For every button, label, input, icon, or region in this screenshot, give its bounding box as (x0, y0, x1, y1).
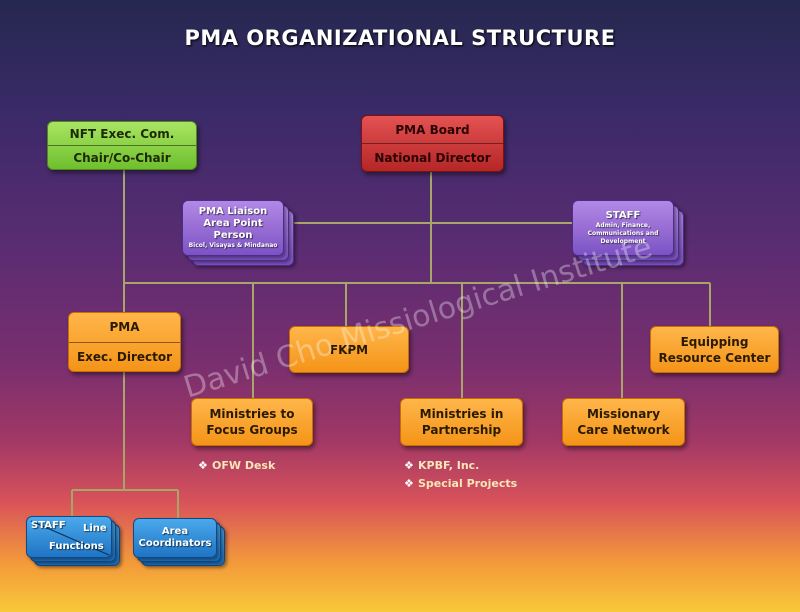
area-line2: Coordinators (138, 538, 212, 549)
liaison-title: PMA Liaison (198, 206, 268, 217)
fkpm-label: FKPM (329, 342, 369, 357)
equipping-resource-center-box: Equipping Resource Center (650, 326, 779, 373)
pma-title: PMA (109, 320, 140, 335)
bullet-icon: ❖ (404, 477, 414, 490)
staff-admin-title: STAFF (605, 210, 641, 221)
area-front-card: Area Coordinators (133, 518, 217, 558)
staff-admin-front-card: STAFF Admin, Finance, Communications and… (572, 200, 674, 256)
ministries-partnership-box: Ministries in Partnership (400, 398, 523, 446)
bullet-text: Special Projects (418, 477, 518, 490)
bullet-text: KPBF, Inc. (418, 459, 480, 472)
equipping-line1: Equipping (680, 334, 749, 349)
diagonal-divider (30, 520, 110, 556)
missionary-care-network-box: Missionary Care Network (562, 398, 685, 446)
list-item: ❖ OFW Desk (198, 457, 275, 475)
staff-line-staff-label: STAFF (31, 520, 66, 531)
staff-line-functions-label: Functions (49, 541, 104, 552)
board-title: PMA Board (395, 122, 470, 137)
bullet-text: OFW Desk (212, 459, 276, 472)
page-title: PMA ORGANIZATIONAL STRUCTURE (184, 26, 616, 50)
liaison-subtitle: Area Point Person (203, 218, 263, 241)
nft-exec-com-box: NFT Exec. Com. Chair/Co-Chair (47, 121, 197, 170)
list-item: ❖ Special Projects (404, 475, 517, 493)
partnership-line2: Partnership (421, 423, 502, 437)
liaison-regions: Bicol, Visayas & Mindanao (188, 242, 278, 249)
bullet-icon: ❖ (404, 459, 414, 472)
partnership-line1: Ministries in (419, 407, 504, 421)
liaison-front-card: PMA Liaison Area Point Person Bicol, Vis… (182, 200, 284, 256)
staff-line-front-card: STAFF Line Functions (26, 516, 112, 558)
pma-subtitle: Exec. Director (76, 349, 173, 364)
staff-line-line-label: Line (83, 523, 107, 534)
fkpm-box: FKPM (289, 326, 409, 373)
nft-title: NFT Exec. Com. (69, 126, 175, 141)
list-item: ❖ KPBF, Inc. (404, 457, 517, 475)
focus-line2: Focus Groups (206, 423, 298, 437)
care-line1: Missionary (586, 407, 661, 421)
partnership-bullets: ❖ KPBF, Inc. ❖ Special Projects (404, 457, 517, 493)
pma-liaison-stack: PMA Liaison Area Point Person Bicol, Vis… (182, 200, 294, 268)
board-subtitle: National Director (374, 150, 491, 165)
staff-admin-functions: Admin, Finance, Communications and Devel… (587, 222, 659, 245)
staff-line-functions-stack: STAFF Line Functions (26, 516, 120, 566)
staff-admin-stack: STAFF Admin, Finance, Communications and… (572, 200, 684, 268)
area-coordinators-stack: Area Coordinators (133, 518, 225, 566)
focus-line1: Ministries to (209, 407, 295, 421)
ministries-focus-groups-box: Ministries to Focus Groups (191, 398, 313, 446)
nft-subtitle: Chair/Co-Chair (73, 150, 171, 165)
area-line1: Area (161, 526, 189, 537)
focus-groups-bullets: ❖ OFW Desk (198, 457, 275, 475)
equipping-line2: Resource Center (658, 350, 771, 365)
care-line2: Care Network (577, 423, 670, 437)
pma-board-box: PMA Board National Director (361, 115, 504, 172)
pma-exec-director-box: PMA Exec. Director (68, 312, 181, 372)
bullet-icon: ❖ (198, 459, 208, 472)
